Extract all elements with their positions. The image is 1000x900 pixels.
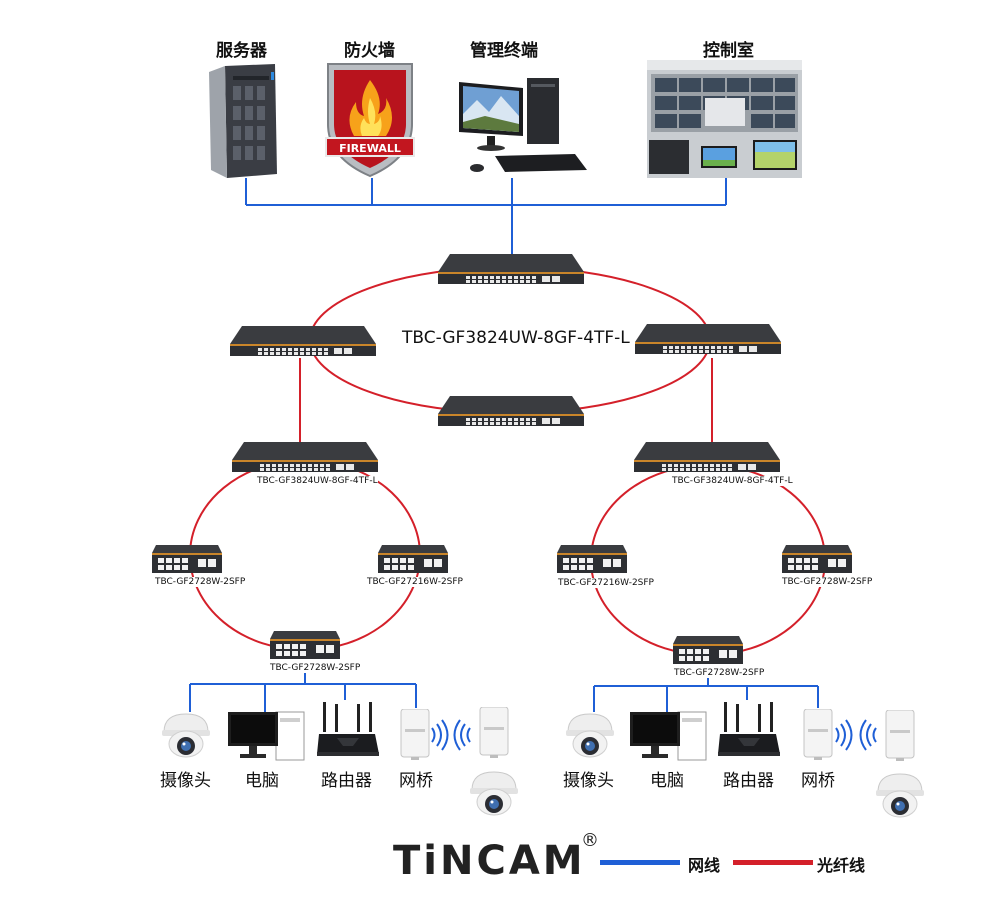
access-left-b-label: TBC-GF27216W-2SFP	[367, 577, 463, 587]
remote-bridge-icon	[885, 710, 915, 762]
remote-bridge-icon	[479, 707, 509, 759]
firewall-badge-text: FIREWALL	[339, 142, 401, 155]
access-switch-right-b	[782, 545, 852, 573]
registered-mark: ®	[581, 830, 599, 851]
router-icon	[718, 702, 780, 756]
terminal-icon	[459, 78, 587, 172]
right-endpoint-bus	[593, 672, 819, 712]
core-switch-top	[438, 254, 584, 284]
access-right-c-label: TBC-GF2728W-2SFP	[674, 668, 765, 678]
camera-icon	[161, 713, 211, 758]
server-label: 服务器	[216, 41, 267, 61]
access-left-c-label: TBC-GF2728W-2SFP	[270, 663, 361, 673]
wireless-icon	[431, 719, 877, 751]
access-left-a-label: TBC-GF2728W-2SFP	[155, 577, 246, 587]
firewall-icon: FIREWALL	[325, 63, 415, 178]
access-right-b-label: TBC-GF2728W-2SFP	[782, 577, 873, 587]
left-camera-label: 摄像头	[160, 771, 211, 791]
pc-icon	[228, 711, 305, 761]
bridge-icon	[400, 709, 430, 761]
access-right-a-label: TBC-GF27216W-2SFP	[558, 578, 654, 588]
distribution-switch-right	[634, 442, 780, 472]
access-switch-right-c	[673, 636, 743, 664]
right-camera-label: 摄像头	[563, 771, 614, 791]
left-router-label: 路由器	[321, 771, 372, 791]
left-endpoint-bus	[189, 668, 417, 712]
access-switch-left-c	[270, 631, 340, 659]
core-switch-right	[635, 324, 781, 354]
remote-camera-icon	[469, 771, 519, 816]
brand-logo: TiNCAM	[393, 838, 586, 884]
right-bridge-label: 网桥	[801, 771, 835, 791]
core-switch-left	[230, 326, 376, 356]
ethernet-top-bus	[245, 178, 727, 258]
distribution-right-label: TBC-GF3824UW-8GF-4TF-L	[672, 476, 793, 486]
router-icon	[317, 702, 379, 756]
bridge-icon	[803, 709, 833, 761]
legend-ethernet-swatch	[600, 860, 680, 865]
right-pc-label: 电脑	[650, 771, 684, 791]
control-room-label: 控制室	[703, 41, 754, 61]
terminal-label: 管理终端	[470, 41, 538, 61]
access-switch-right-a	[557, 545, 627, 573]
legend-fiber-swatch	[733, 860, 813, 865]
legend-fiber-label: 光纤线	[817, 856, 866, 875]
access-switch-left-a	[152, 545, 222, 573]
camera-icon	[565, 713, 615, 758]
left-bridge-label: 网桥	[399, 771, 433, 791]
pc-icon	[630, 711, 707, 761]
core-ring-label: TBC-GF3824UW-8GF-4TF-L	[400, 328, 632, 348]
server-icon	[209, 64, 277, 178]
control-room-icon	[647, 60, 802, 178]
legend-ethernet-label: 网线	[688, 856, 721, 875]
left-pc-label: 电脑	[245, 771, 279, 791]
right-router-label: 路由器	[723, 771, 774, 791]
firewall-label: 防火墙	[344, 41, 395, 61]
core-switch-bottom	[438, 396, 584, 426]
remote-camera-icon	[875, 773, 925, 818]
access-switch-left-b	[378, 545, 448, 573]
distribution-switch-left	[232, 442, 378, 472]
distribution-left-label: TBC-GF3824UW-8GF-4TF-L	[257, 476, 378, 486]
